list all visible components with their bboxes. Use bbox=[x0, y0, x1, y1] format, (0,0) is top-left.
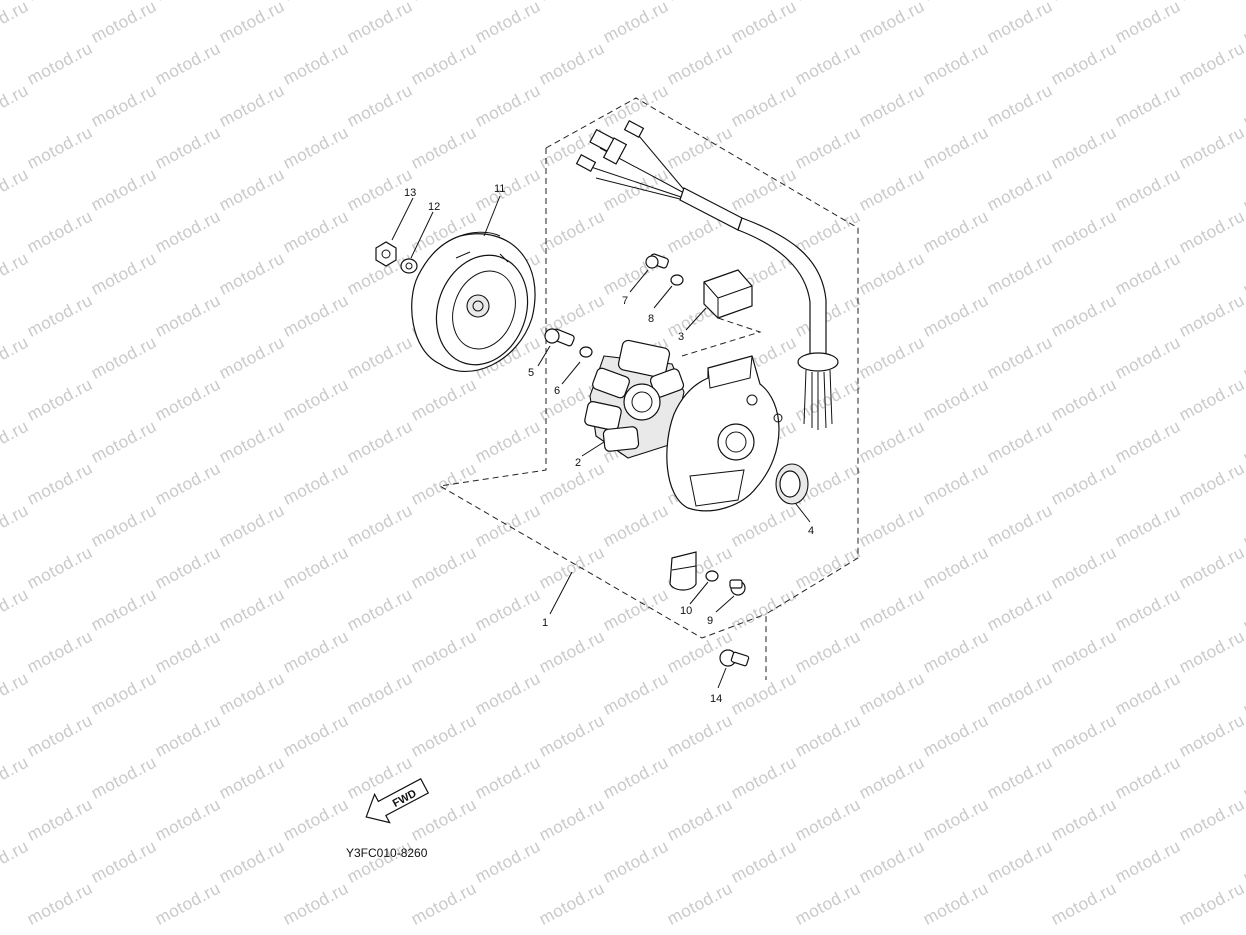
fwd-arrow: FWD bbox=[365, 778, 430, 824]
part-nut bbox=[375, 241, 397, 267]
part-clamp bbox=[669, 551, 746, 596]
part-screw-5 bbox=[544, 328, 593, 358]
diagram-code: Y3FC010-8260 bbox=[346, 846, 428, 860]
callout-numbers: 13 12 11 7 8 3 5 6 2 4 1 10 9 14 bbox=[404, 183, 814, 705]
part-oil-seal bbox=[775, 463, 809, 505]
part-grommet bbox=[681, 269, 762, 357]
assembly-outline bbox=[438, 97, 859, 680]
part-flywheel bbox=[411, 231, 536, 373]
callout-1: 1 bbox=[542, 617, 548, 629]
callout-13: 13 bbox=[404, 187, 416, 199]
part-screw-7 bbox=[645, 253, 684, 286]
callout-10: 10 bbox=[680, 605, 692, 617]
callout-14: 14 bbox=[710, 693, 722, 705]
callout-2: 2 bbox=[575, 457, 581, 469]
callout-5: 5 bbox=[528, 367, 534, 379]
callout-4: 4 bbox=[808, 525, 814, 537]
leader-lines bbox=[391, 195, 811, 689]
part-stator bbox=[584, 339, 685, 459]
callout-8: 8 bbox=[648, 313, 654, 325]
callout-6: 6 bbox=[554, 385, 560, 397]
callout-11: 11 bbox=[494, 183, 505, 195]
part-washer-12 bbox=[400, 258, 418, 274]
callout-12: 12 bbox=[428, 201, 440, 213]
callout-3: 3 bbox=[678, 331, 684, 343]
fwd-label: FWD bbox=[391, 788, 419, 810]
callout-7: 7 bbox=[622, 295, 628, 307]
part-bolt-14 bbox=[719, 649, 750, 667]
part-base-plate bbox=[666, 355, 783, 512]
wire-harness bbox=[575, 120, 839, 430]
callout-9: 9 bbox=[707, 615, 713, 627]
